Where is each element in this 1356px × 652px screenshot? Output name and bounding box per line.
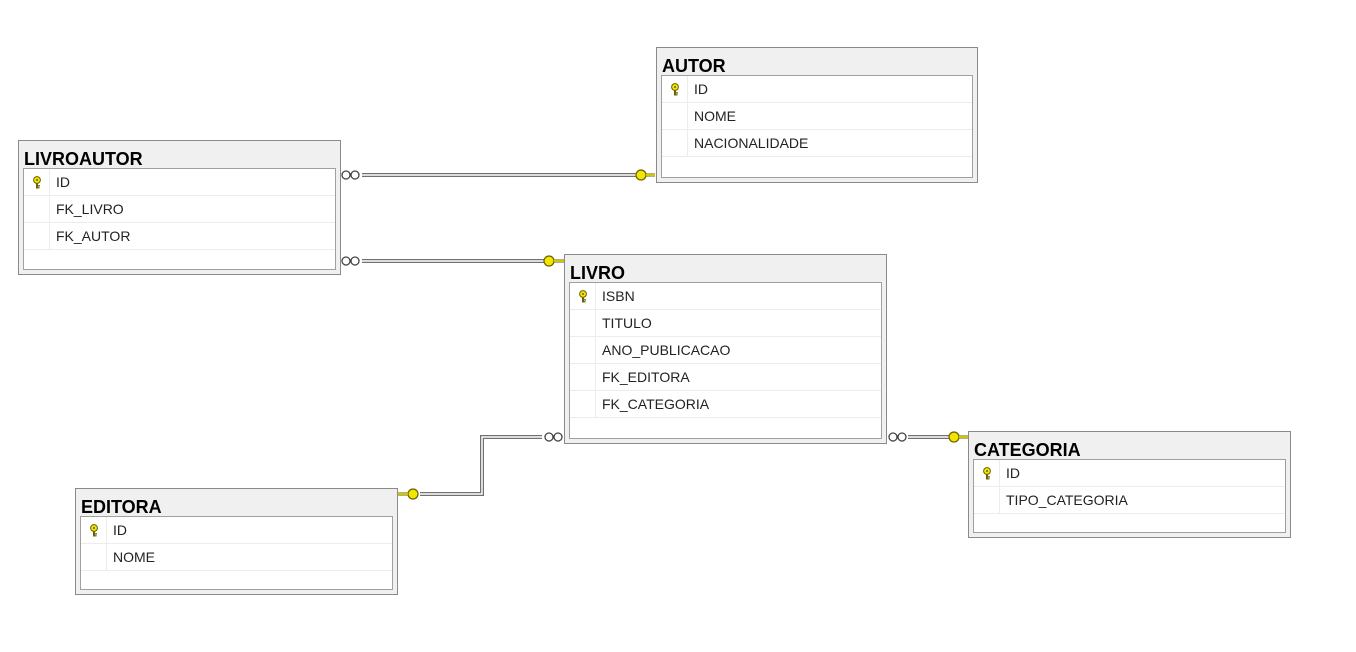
row-selector[interactable]: [81, 544, 107, 570]
column-name: ISBN: [602, 288, 635, 304]
column-name: TIPO_CATEGORIA: [1006, 492, 1128, 508]
column-row[interactable]: ID: [81, 517, 392, 544]
column-grid-livro: ISBN TITULO ANO_PUBLICACAO FK_EDITORA FK_CAT…: [569, 282, 882, 439]
table-title-livro: LIVRO: [570, 263, 626, 283]
row-selector[interactable]: [570, 310, 596, 336]
column-row[interactable]: FK_LIVRO: [24, 196, 335, 223]
column-row[interactable]: NOME: [662, 103, 972, 130]
column-name: ANO_PUBLICACAO: [602, 342, 731, 358]
table-livroautor[interactable]: LIVROAUTOR ID FK_LIVRO FK_AUTOR: [18, 140, 341, 275]
column-row[interactable]: ID: [24, 169, 335, 196]
row-selector[interactable]: [662, 130, 688, 156]
column-name: ID: [694, 81, 708, 97]
row-selector[interactable]: [24, 223, 50, 249]
column-name: ID: [1006, 465, 1020, 481]
table-livro[interactable]: LIVRO ISBN TITULO ANO_PUBLICACAO FK_EDITORA…: [564, 254, 887, 444]
column-name: NACIONALIDADE: [694, 135, 809, 151]
relationship-livro-categoria[interactable]: [888, 431, 968, 443]
column-row[interactable]: ID: [974, 460, 1285, 487]
column-name: TITULO: [602, 315, 652, 331]
primary-key-icon: [579, 290, 587, 303]
table-title-editora: EDITORA: [81, 497, 162, 517]
column-row[interactable]: ANO_PUBLICACAO: [570, 337, 881, 364]
table-title-livroautor: LIVROAUTOR: [24, 149, 143, 169]
row-selector[interactable]: [974, 460, 1000, 486]
table-title-categoria: CATEGORIA: [974, 440, 1081, 460]
key-icon: [398, 488, 419, 500]
primary-key-icon: [671, 83, 679, 96]
infinity-icon: [341, 170, 360, 180]
row-selector[interactable]: [974, 487, 1000, 513]
column-row[interactable]: FK_AUTOR: [24, 223, 335, 250]
column-name: FK_CATEGORIA: [602, 396, 710, 412]
relationship-livro-editora[interactable]: [398, 432, 563, 500]
column-name: FK_AUTOR: [56, 228, 131, 244]
row-selector[interactable]: [662, 76, 688, 102]
column-row[interactable]: FK_EDITORA: [570, 364, 881, 391]
column-row[interactable]: NACIONALIDADE: [662, 130, 972, 157]
table-title-autor: AUTOR: [662, 56, 726, 76]
row-selector[interactable]: [570, 364, 596, 390]
column-grid-categoria: ID TIPO_CATEGORIA: [973, 459, 1286, 533]
row-selector[interactable]: [81, 517, 107, 543]
column-row[interactable]: TIPO_CATEGORIA: [974, 487, 1285, 514]
relationship-livroautor-livro[interactable]: [341, 255, 564, 267]
key-icon: [543, 255, 564, 267]
table-editora[interactable]: EDITORA ID NOME: [75, 488, 398, 595]
row-selector[interactable]: [570, 283, 596, 309]
column-name: NOME: [694, 108, 736, 124]
column-row[interactable]: ISBN: [570, 283, 881, 310]
column-name: NOME: [113, 549, 155, 565]
column-name: ID: [56, 174, 70, 190]
column-row[interactable]: FK_CATEGORIA: [570, 391, 881, 418]
infinity-icon: [544, 432, 563, 442]
infinity-icon: [341, 256, 360, 266]
key-icon: [948, 431, 968, 443]
primary-key-icon: [90, 524, 98, 537]
infinity-icon: [888, 432, 907, 442]
row-selector[interactable]: [24, 169, 50, 195]
table-categoria[interactable]: CATEGORIA ID TIPO_CATEGORIA: [968, 431, 1291, 538]
column-row[interactable]: TITULO: [570, 310, 881, 337]
key-icon: [635, 169, 655, 181]
column-name: FK_EDITORA: [602, 369, 690, 385]
row-selector[interactable]: [570, 337, 596, 363]
column-grid-editora: ID NOME: [80, 516, 393, 590]
column-grid-livroautor: ID FK_LIVRO FK_AUTOR: [23, 168, 336, 270]
column-grid-autor: ID NOME NACIONALIDADE: [661, 75, 973, 178]
column-name: ID: [113, 522, 127, 538]
column-row[interactable]: NOME: [81, 544, 392, 571]
row-selector[interactable]: [570, 391, 596, 417]
row-selector[interactable]: [662, 103, 688, 129]
table-autor[interactable]: AUTOR ID NOME NACIONALIDADE: [656, 47, 978, 183]
primary-key-icon: [983, 467, 991, 480]
primary-key-icon: [33, 176, 41, 189]
relationship-livroautor-autor[interactable]: [341, 169, 655, 181]
column-row[interactable]: ID: [662, 76, 972, 103]
column-name: FK_LIVRO: [56, 201, 124, 217]
row-selector[interactable]: [24, 196, 50, 222]
